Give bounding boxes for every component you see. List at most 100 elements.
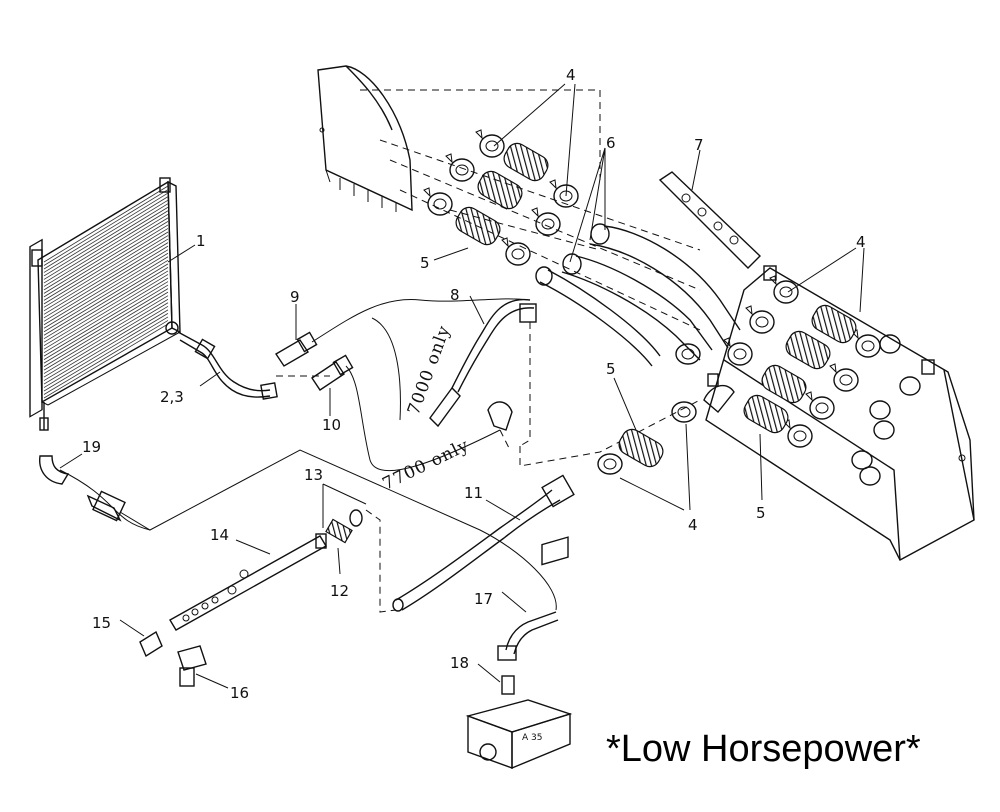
manifold-7 bbox=[658, 171, 762, 269]
cooler-fin bbox=[43, 185, 169, 263]
short-hose-5 bbox=[503, 142, 549, 182]
callout-10: 10 bbox=[322, 416, 341, 434]
cooler-fin bbox=[43, 281, 169, 357]
short-hose-5 bbox=[811, 304, 857, 344]
hose-clamp bbox=[423, 187, 453, 216]
cooler-fin bbox=[43, 291, 169, 367]
cooler-fin bbox=[43, 302, 169, 378]
hose-clamp bbox=[475, 129, 505, 158]
callout-16: 16 bbox=[230, 684, 249, 702]
note-7000-only: 7000 only bbox=[404, 323, 455, 418]
hose-clamp bbox=[829, 363, 859, 392]
clamp-upper-right bbox=[675, 343, 701, 365]
cooler-fin bbox=[43, 316, 169, 392]
cooler-fin bbox=[43, 242, 169, 319]
callout-5-left: 5 bbox=[420, 254, 430, 272]
fitting-16 bbox=[177, 645, 207, 687]
hose-clamp bbox=[723, 337, 753, 366]
block-port bbox=[859, 466, 881, 486]
cooler-fin bbox=[43, 284, 169, 360]
cooler-fin bbox=[43, 309, 169, 385]
cooler-fin bbox=[43, 217, 169, 294]
callout-19: 19 bbox=[82, 438, 101, 456]
cooler-hose-2-3 bbox=[177, 331, 278, 400]
horsepower-caption: *Low Horsepower* bbox=[606, 728, 921, 770]
fitting-13 bbox=[315, 533, 327, 549]
upper-clamps-and-hoses bbox=[423, 129, 579, 266]
clamp-lower-left bbox=[597, 453, 623, 475]
cooler-fin bbox=[43, 221, 169, 298]
fitting-15 bbox=[139, 630, 163, 658]
cooler-fin bbox=[43, 323, 169, 399]
cooler-fin bbox=[43, 320, 169, 395]
cooler-fin bbox=[43, 245, 169, 322]
cooler-fin bbox=[43, 256, 169, 333]
cooler-fin bbox=[43, 235, 169, 312]
cooler-fin bbox=[43, 313, 169, 388]
cooler-fin bbox=[43, 295, 169, 371]
fitting-9 bbox=[275, 331, 318, 367]
callout-5-right: 5 bbox=[756, 504, 766, 522]
block-port bbox=[899, 376, 921, 396]
fitting-12 bbox=[325, 509, 363, 544]
cooler-fin bbox=[43, 274, 169, 350]
block-port bbox=[851, 450, 873, 470]
cooler-fin bbox=[43, 288, 169, 364]
cooler-fin bbox=[43, 228, 169, 305]
callout-14: 14 bbox=[210, 526, 229, 544]
callout-7: 7 bbox=[694, 136, 704, 154]
elbow-19 bbox=[39, 455, 126, 522]
hose-clamp bbox=[531, 207, 561, 236]
callout-5-mid: 5 bbox=[606, 360, 616, 378]
cooler-fin bbox=[43, 192, 169, 270]
cooler-fin bbox=[43, 298, 169, 374]
short-hose-5 bbox=[761, 364, 807, 404]
cooler-fin bbox=[43, 277, 169, 354]
cooler-fins bbox=[43, 185, 169, 399]
callout-8: 8 bbox=[450, 286, 460, 304]
callout-13: 13 bbox=[304, 466, 323, 484]
callout-17: 17 bbox=[474, 590, 493, 608]
valve-assembly: A 35 bbox=[465, 536, 573, 770]
hose-clamp bbox=[851, 329, 881, 358]
cooler-fin bbox=[43, 213, 169, 291]
hose-clamp bbox=[805, 391, 835, 420]
cooler-fin bbox=[43, 267, 169, 343]
clamp-lower-right bbox=[671, 401, 697, 423]
hose-clamp bbox=[445, 153, 475, 182]
tube-14 bbox=[169, 535, 327, 631]
block-port bbox=[879, 334, 901, 354]
block-port bbox=[869, 400, 891, 420]
callout-9: 9 bbox=[290, 288, 300, 306]
cooler-fin bbox=[43, 224, 169, 301]
cooler-fin bbox=[43, 196, 169, 273]
callouts: 1 2,3 4 4 4 4 5 5 5 6 7 8 9 10 11 12 13 … bbox=[82, 66, 866, 702]
cooler-fin bbox=[43, 305, 169, 381]
lower-hose-5 bbox=[618, 428, 664, 468]
short-hose-5 bbox=[743, 394, 789, 434]
cooler-fin bbox=[43, 203, 169, 280]
valve-marking: A 35 bbox=[522, 733, 542, 743]
cooler-fin bbox=[43, 252, 169, 329]
hose-clamp bbox=[783, 419, 813, 448]
callout-15: 15 bbox=[92, 614, 111, 632]
hoses-6 bbox=[535, 223, 741, 367]
fitting-10 bbox=[311, 354, 354, 391]
hose-clamp bbox=[501, 237, 531, 266]
callout-18: 18 bbox=[450, 654, 469, 672]
block-clamps-and-hoses bbox=[723, 275, 921, 486]
leader-lines bbox=[59, 83, 865, 689]
block-port bbox=[873, 420, 895, 440]
cooler-fin bbox=[43, 210, 169, 287]
callout-11: 11 bbox=[464, 484, 483, 502]
cooler-fin bbox=[43, 231, 169, 308]
callout-4-right: 4 bbox=[856, 233, 866, 251]
cooler-fin bbox=[43, 238, 169, 315]
hose-clamp bbox=[549, 179, 579, 208]
cooler-fin bbox=[43, 270, 169, 347]
cooler-fin bbox=[43, 263, 169, 340]
cooler-fin bbox=[43, 259, 169, 336]
hose-11 bbox=[392, 474, 575, 612]
callout-4-top: 4 bbox=[566, 66, 576, 84]
